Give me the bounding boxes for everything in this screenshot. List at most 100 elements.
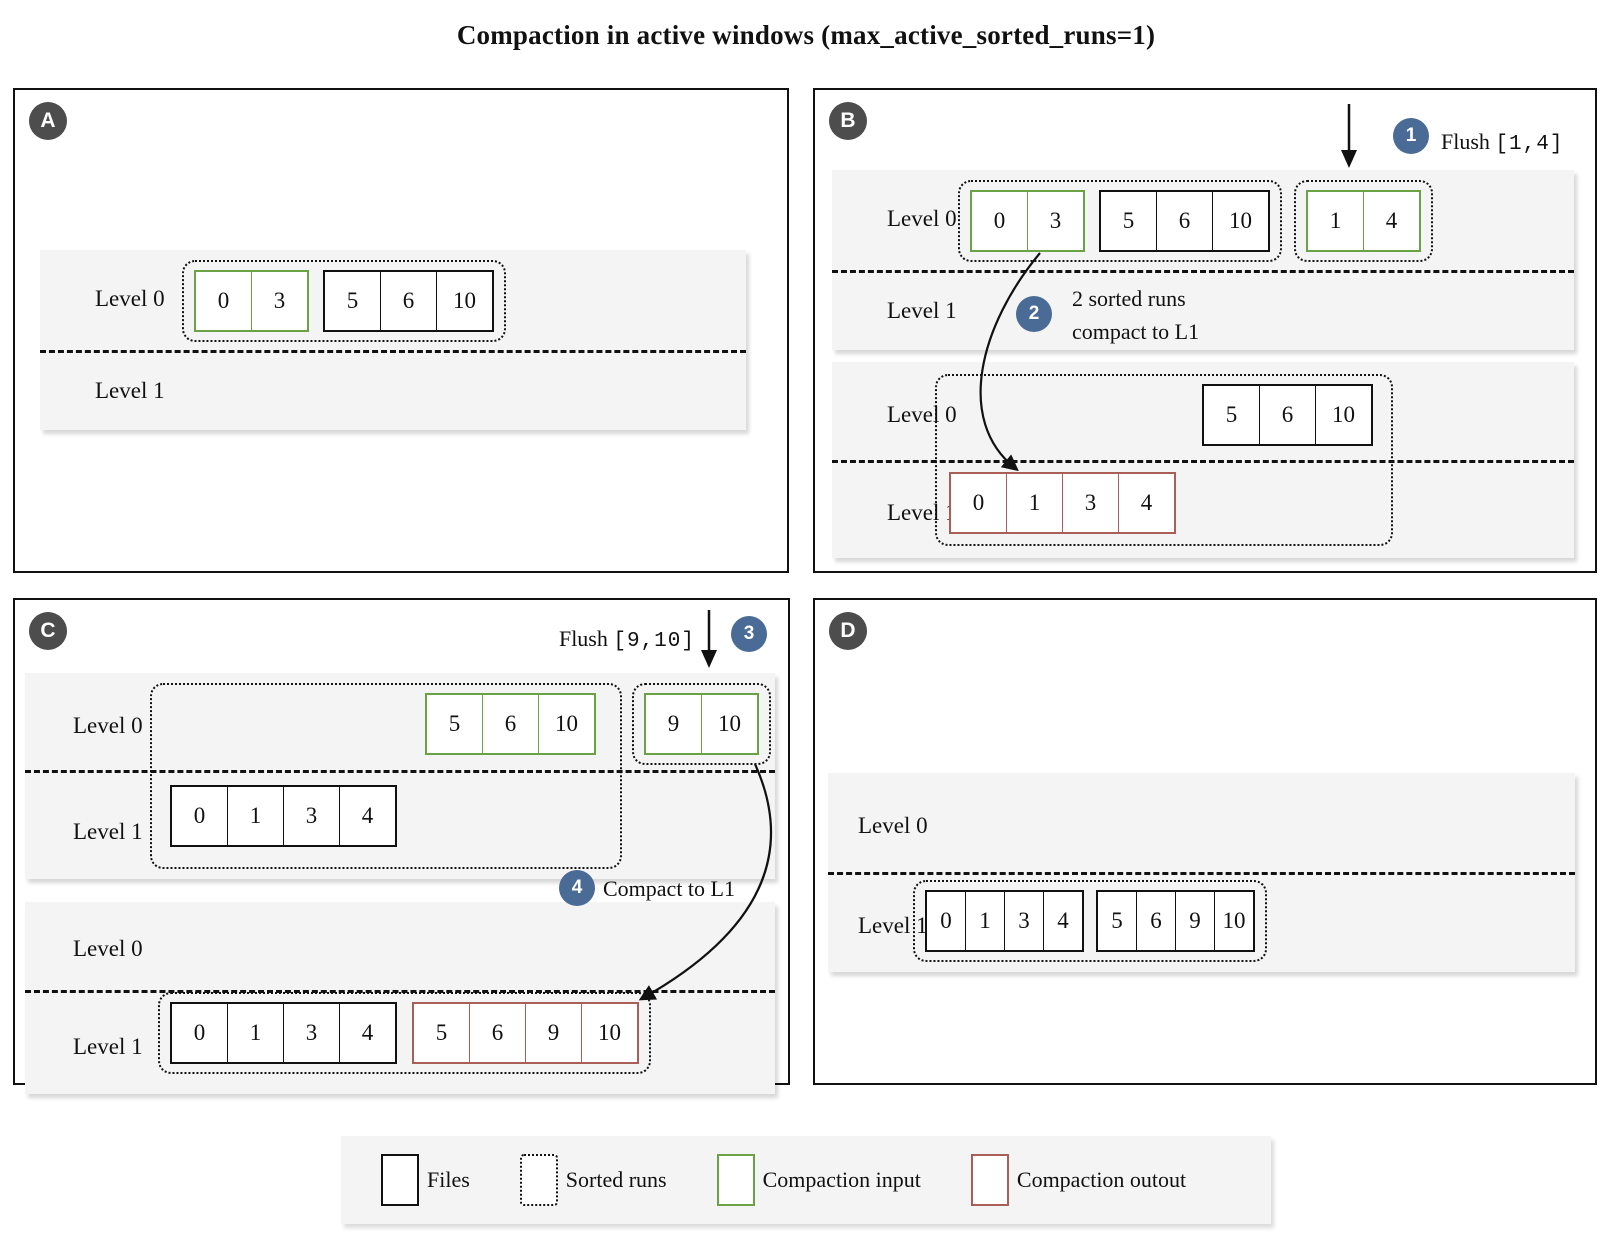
file-box: 10 [1332, 402, 1355, 427]
file-box: 5 [1101, 192, 1157, 250]
file-box: 4 [1140, 490, 1153, 515]
spanning-sorted-run [935, 374, 1393, 546]
step-1-badge: 1 [1393, 118, 1429, 154]
level-separator [25, 770, 775, 773]
legend-label: Compaction outout [1016, 1167, 1187, 1192]
sorted-runs-swatch-icon [519, 1154, 558, 1206]
level-separator [832, 270, 1574, 273]
level0-label: Level 0 [887, 206, 957, 231]
file-box: 3 [273, 288, 286, 313]
level1-label: Level 1 [887, 500, 957, 525]
file-box: 3 [284, 787, 340, 845]
file-box: 5 [325, 272, 381, 330]
file-box: 4 [1385, 208, 1398, 233]
flush-word: Flush [558, 626, 608, 651]
panel-a-badge: A [29, 102, 67, 140]
file-box: 5 [414, 1004, 470, 1062]
flush-arrow-icon [701, 610, 717, 668]
file-box: 3 [1049, 208, 1062, 233]
compact-note-line2: compact to L1 [1072, 319, 1200, 344]
flush-1-4-label: Flush [1,4] [1441, 129, 1563, 156]
legend-item-compaction-input: Compaction input [716, 1154, 921, 1206]
level1-label: Level 1 [95, 378, 165, 403]
file-box: 1 [966, 892, 1005, 950]
level0-label: Level 0 [73, 936, 143, 961]
step-4-badge: 4 [559, 870, 595, 906]
file-box: 10 [1222, 908, 1246, 933]
file-box: 10 [1229, 208, 1252, 233]
file-box: 0 [927, 892, 966, 950]
level-separator [25, 990, 775, 993]
level1-label: Level 1 [73, 1034, 143, 1059]
file-box: 10 [555, 711, 578, 736]
file-box: 1 [228, 787, 284, 845]
legend-label: Sorted runs [565, 1167, 667, 1192]
level0-label: Level 0 [95, 286, 165, 311]
step-3-badge: 3 [731, 616, 767, 652]
legend-item-compaction-output: Compaction outout [970, 1154, 1187, 1206]
file-box: 4 [1057, 908, 1069, 933]
file-box: 3 [1005, 892, 1044, 950]
file-box: 5 [1098, 892, 1137, 950]
level-separator [828, 872, 1575, 875]
level1-label: Level 1 [887, 298, 957, 323]
level1-label: Level 1 [858, 913, 928, 938]
step-2-badge: 2 [1016, 296, 1052, 332]
file-box: 4 [361, 803, 374, 828]
file-box: 6 [381, 272, 437, 330]
file-box: 3 [1063, 474, 1119, 532]
file-box: 1 [1007, 474, 1063, 532]
files-swatch-icon [381, 1154, 419, 1206]
file-box: 3 [284, 1004, 340, 1062]
level-separator [40, 350, 746, 353]
file-box: 0 [172, 1004, 228, 1062]
legend-item-sorted-runs: Sorted runs [519, 1154, 667, 1206]
legend-label: Files [427, 1167, 470, 1192]
file-box: 9 [646, 695, 702, 753]
level0-label: Level 0 [887, 402, 957, 427]
panel-d-badge: D [829, 612, 867, 650]
legend-item-files: Files [381, 1154, 470, 1206]
legend-label: Compaction input [762, 1167, 921, 1192]
file-box: 5 [427, 695, 483, 753]
flush-9-10-label: Flush [9,10] [495, 626, 695, 653]
page-title: Compaction in active windows (max_active… [456, 20, 1156, 50]
file-box: 9 [1176, 892, 1215, 950]
file-box: 6 [470, 1004, 526, 1062]
level1-label: Level 1 [73, 819, 143, 844]
flush-range: [9,10] [613, 630, 695, 653]
compaction-input-swatch-icon [716, 1154, 755, 1206]
panel-c-badge: C [29, 612, 67, 650]
level0-label: Level 0 [858, 813, 928, 838]
file-box: 1 [228, 1004, 284, 1062]
file-box: 6 [1137, 892, 1176, 950]
level0-label: Level 0 [73, 713, 143, 738]
file-box: 5 [1204, 386, 1260, 444]
